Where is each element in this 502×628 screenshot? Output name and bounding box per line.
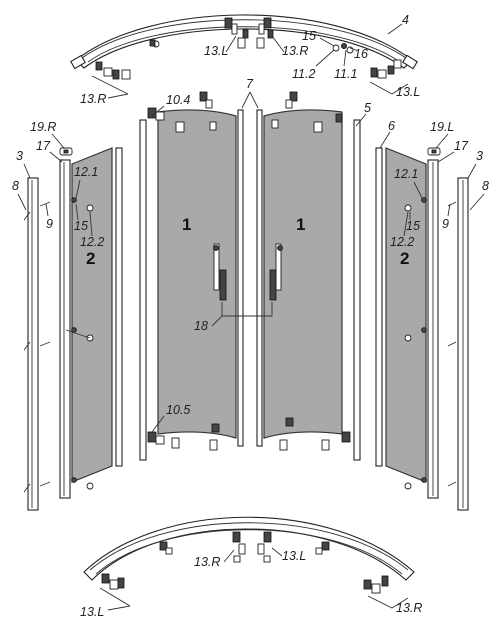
label-10-5: 10.5 [166, 403, 190, 417]
right-sliding-door-1 [263, 91, 361, 461]
top-curved-rail [70, 14, 418, 70]
label-3-left: 3 [16, 149, 23, 163]
right-fixed-profile-17 [427, 159, 439, 499]
label-3-right: 3 [476, 149, 483, 163]
label-8-right: 8 [482, 179, 489, 193]
label-19l: 19.L [430, 120, 454, 134]
label-11-2: 11.2 [292, 67, 315, 81]
left-fixed-profile-17 [59, 159, 71, 499]
label-13r-bottom: 13.R [194, 555, 220, 569]
label-11-1: 11.1 [334, 67, 357, 81]
label-13r-top-left: 13.R [80, 92, 106, 106]
label-9-left: 9 [46, 217, 53, 231]
label-12-2-right: 12.2 [390, 235, 414, 249]
bottom-roller-hardware [99, 531, 409, 609]
label-13l-top-right: 13.L [396, 85, 420, 99]
label-1-left: 1 [182, 215, 191, 234]
left-sliding-door-1 [139, 91, 237, 461]
label-1-right: 1 [296, 215, 305, 234]
label-16-top: 16 [354, 47, 368, 61]
label-18: 18 [194, 319, 208, 333]
label-13l-top: 13.L [204, 44, 228, 58]
bottom-curved-rail [83, 516, 415, 581]
label-12-2-left: 12.2 [80, 235, 104, 249]
upper-labels: 10.4 7 5 6 19.R 19.L 17 17 3 3 8 8 9 9 [12, 77, 489, 231]
label-13l-bottom-left: 13.L [80, 605, 104, 619]
label-2-right: 2 [400, 249, 409, 268]
left-upper-clip-19r [59, 147, 73, 156]
left-wall-screws [39, 201, 51, 487]
top-roller-hardware [91, 17, 409, 95]
label-17-right: 17 [454, 139, 469, 153]
left-wall-profile-3 [23, 177, 39, 511]
label-7: 7 [246, 77, 254, 91]
label-12-1-left: 12.1 [74, 165, 98, 179]
label-6: 6 [388, 119, 395, 133]
bottom-labels: 13.R 13.L 13.L 13.R [80, 547, 422, 619]
middle-labels: 12.1 15 12.2 2 1 1 12.1 15 12.2 2 18 [74, 165, 423, 333]
label-10-4: 10.4 [166, 93, 190, 107]
center-seal-7 [237, 109, 263, 447]
top-labels: 4 13.L 13.R 15 16 11.2 11.1 13.R 13.L [80, 13, 420, 106]
right-wall-screws [447, 201, 457, 487]
label-17-left: 17 [36, 139, 51, 153]
label-15-left: 15 [74, 219, 88, 233]
label-15-top: 15 [302, 29, 316, 43]
right-fixed-glass-2 [375, 147, 427, 490]
left-fixed-glass-2 [65, 147, 123, 490]
label-15-right: 15 [406, 219, 420, 233]
label-13l-bottom: 13.L [282, 549, 306, 563]
right-upper-clip-19l [427, 147, 441, 156]
label-8-left: 8 [12, 179, 19, 193]
label-19r: 19.R [30, 120, 56, 134]
label-4: 4 [402, 13, 409, 27]
label-13r-top: 13.R [282, 44, 308, 58]
right-wall-profile-3 [457, 177, 469, 511]
label-12-1-right: 12.1 [394, 167, 418, 181]
label-2-left: 2 [86, 249, 95, 268]
lower-labels: 10.5 [151, 403, 190, 433]
label-13r-bottom-right: 13.R [396, 601, 422, 615]
label-5: 5 [364, 101, 371, 115]
label-9-right: 9 [442, 217, 449, 231]
